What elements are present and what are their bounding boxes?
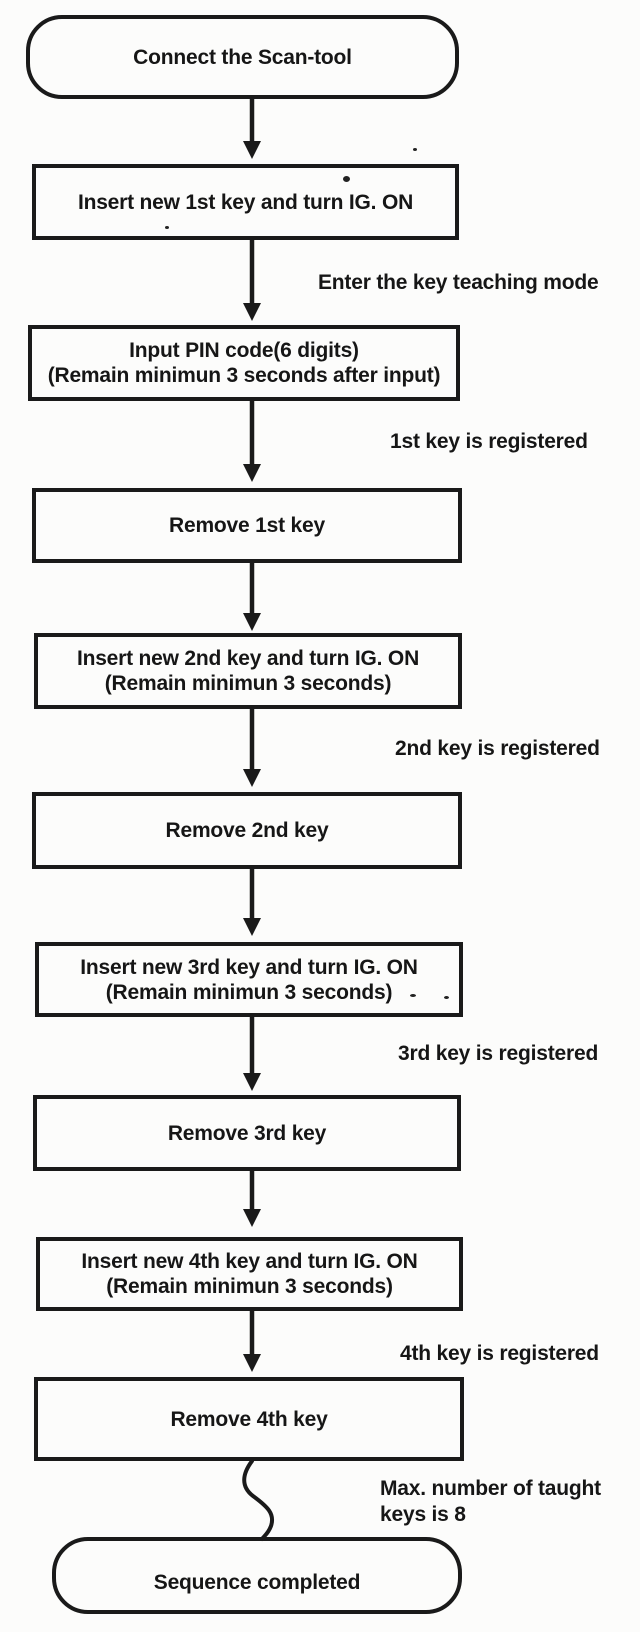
flow-node-end: Sequence completed [52, 1537, 462, 1614]
edge-label-max-taught-keys: Max. number of taught keys is 8 [380, 1477, 601, 1526]
edge-label-4th-key-registered: 4th key is registered [400, 1342, 599, 1365]
flow-arrow-7 [243, 1017, 261, 1091]
flow-arrow-6 [243, 869, 261, 936]
node-label: (Remain minimun 3 seconds) [106, 1275, 393, 1298]
scan-speck [343, 176, 350, 182]
node-label: (Remain minimun 3 seconds) [104, 672, 392, 695]
node-label: Remove 2nd key [165, 819, 329, 842]
edge-label-enter-teaching-mode: Enter the key teaching mode [318, 271, 599, 294]
flow-arrow-4 [243, 563, 261, 631]
flow-node-remove-4th-key: Remove 4th key [34, 1377, 464, 1461]
edge-label-2nd-key-registered: 2nd key is registered [395, 737, 600, 760]
node-label: Remove 4th key [170, 1407, 328, 1431]
node-label: (Remain minimun 3 seconds after input) [47, 364, 441, 387]
flow-node-remove-2nd-key: Remove 2nd key [32, 792, 462, 869]
edge-label-3rd-key-registered: 3rd key is registered [398, 1042, 599, 1065]
node-label: (Remain minimun 3 seconds) [105, 980, 393, 1004]
flow-node-remove-3rd-key: Remove 3rd key [33, 1095, 461, 1171]
flow-node-remove-1st-key: Remove 1st key [32, 488, 462, 563]
flow-node-insert-1st-key: Insert new 1st key and turn IG. ON [32, 164, 459, 240]
node-label: Insert new 4th key and turn IG. ON [81, 1250, 418, 1273]
node-label: Insert new 2nd key and turn IG. ON [76, 647, 420, 670]
flow-arrow-2 [243, 239, 261, 321]
node-label: Insert new 3rd key and turn IG. ON [80, 955, 418, 979]
scan-speck [165, 226, 169, 229]
flow-arrow-1 [243, 98, 261, 159]
flow-squiggle-connector [242, 1459, 274, 1541]
flow-arrow-3 [243, 401, 261, 482]
node-label: Insert new 1st key and turn IG. ON [77, 190, 414, 214]
flow-arrow-9 [243, 1311, 261, 1372]
flow-node-insert-2nd-key: Insert new 2nd key and turn IG. ON (Rema… [34, 633, 462, 709]
scan-speck [410, 994, 416, 997]
flow-arrow-8 [243, 1171, 261, 1227]
node-label: Remove 3rd key [167, 1121, 327, 1145]
edge-label-1st-key-registered: 1st key is registered [390, 430, 588, 453]
node-label: Input PIN code(6 digits) [129, 339, 359, 362]
flow-node-input-pin-code: Input PIN code(6 digits) (Remain minimun… [28, 325, 460, 401]
flow-arrow-5 [243, 709, 261, 787]
flow-node-insert-4th-key: Insert new 4th key and turn IG. ON (Rema… [36, 1237, 463, 1311]
flow-node-insert-3rd-key: Insert new 3rd key and turn IG. ON (Rema… [35, 942, 463, 1017]
flow-node-start: Connect the Scan-tool [26, 15, 459, 99]
scan-speck [413, 148, 417, 151]
scan-speck [444, 996, 449, 999]
node-label: Connect the Scan-tool [133, 45, 352, 69]
node-label: Sequence completed [153, 1571, 361, 1594]
node-label: Remove 1st key [169, 514, 325, 537]
